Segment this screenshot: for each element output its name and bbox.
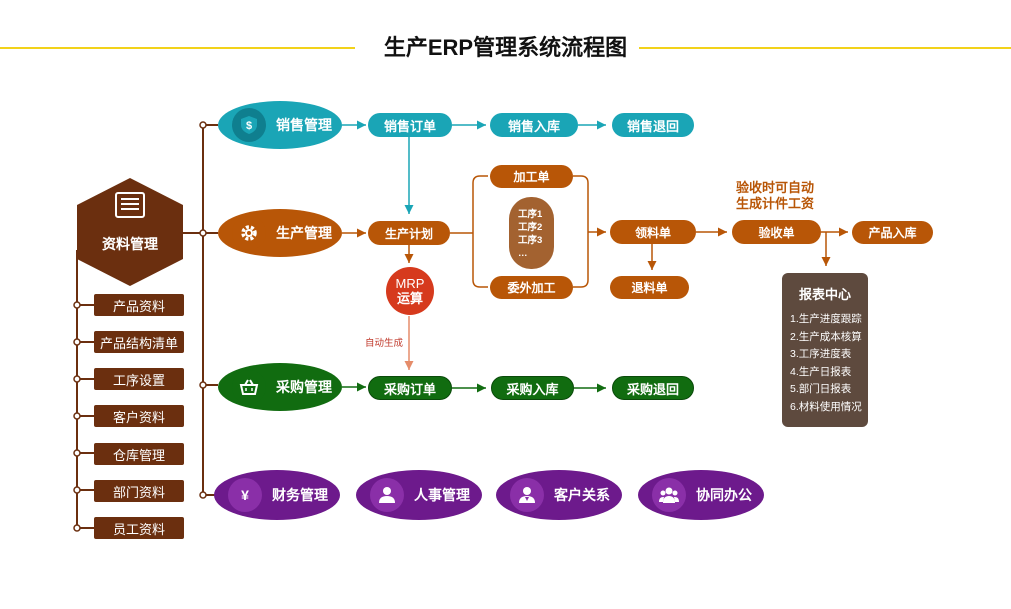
report-item[interactable]: 5.部门日报表 [790, 383, 852, 395]
report-list: 1.生产进度跟踪 2.生产成本核算 3.工序进度表 4.生产日报表 5.部门日报… [782, 311, 868, 416]
purchase-return[interactable]: 采购退回 [612, 376, 694, 400]
report-item[interactable]: 4.生产日报表 [790, 365, 852, 378]
purchase-stock-in[interactable]: 采购入库 [491, 376, 574, 400]
process-steps: 工序1 工序2 工序3 … [509, 197, 554, 269]
sales-return[interactable]: 销售退回 [612, 113, 694, 137]
hexagon-shape [77, 178, 183, 286]
module-hr-label: 人事管理 [414, 487, 470, 503]
module-hr[interactable]: 人事管理 [356, 470, 482, 520]
auto-generate-note: 自动生成 [365, 338, 404, 349]
module-collaboration[interactable]: 协同办公 [638, 470, 764, 520]
mrp-calculation[interactable]: MRP 运算 [386, 267, 434, 315]
production-plan[interactable]: 生产计划 [368, 221, 450, 245]
sales-stock-in[interactable]: 销售入库 [490, 113, 578, 137]
page-title: 生产ERP管理系统流程图 [0, 34, 1011, 62]
process-step-3: 工序3 [518, 235, 543, 246]
svg-text:¥: ¥ [241, 487, 249, 503]
module-finance-label: 财务管理 [272, 487, 328, 503]
acceptance-form[interactable]: 验收单 [732, 220, 821, 244]
process-step-more: … [518, 248, 528, 259]
module-sales[interactable]: $ 销售管理 [218, 101, 342, 149]
report-item[interactable]: 1.生产进度跟踪 [790, 313, 862, 325]
archive-box-icon [115, 192, 145, 218]
material-return[interactable]: 退料单 [610, 276, 689, 299]
yen-coin-icon: ¥ [228, 478, 262, 512]
purchase-order[interactable]: 采购订单 [368, 376, 452, 400]
report-item[interactable]: 6.材料使用情况 [790, 400, 862, 413]
title-line-left [0, 47, 355, 49]
svg-text:$: $ [246, 120, 252, 132]
gear-icon [232, 216, 266, 250]
title-line-right [638, 47, 1011, 49]
shopping-basket-icon [232, 370, 266, 404]
report-center-title: 报表中心 [798, 287, 851, 302]
process-step-1: 工序1 [518, 209, 543, 220]
process-step-2: 工序2 [518, 222, 543, 233]
module-purchase[interactable]: 采购管理 [218, 363, 342, 411]
acceptance-note-line-1: 验收时可自动 [735, 180, 814, 195]
mrp-line-2: 运算 [396, 291, 423, 306]
data-item-customer[interactable]: 客户资料 [94, 405, 184, 427]
report-item[interactable]: 3.工序进度表 [790, 348, 852, 360]
module-crm[interactable]: 客户关系 [496, 470, 622, 520]
module-purchase-label: 采购管理 [276, 379, 332, 395]
customer-icon [510, 478, 544, 512]
report-item[interactable]: 2.生产成本核算 [790, 330, 862, 343]
data-management-hub[interactable]: 资料管理 [77, 178, 183, 286]
product-stock-in[interactable]: 产品入库 [852, 221, 933, 244]
data-item-department[interactable]: 部门资料 [94, 480, 184, 502]
outsource-processing[interactable]: 委外加工 [490, 276, 573, 299]
data-item-process-setup[interactable]: 工序设置 [94, 368, 184, 390]
module-crm-label: 客户关系 [554, 487, 610, 503]
hub-label: 资料管理 [102, 236, 158, 252]
mrp-line-1: MRP [395, 276, 425, 291]
module-finance[interactable]: ¥ 财务管理 [214, 470, 340, 520]
process-order[interactable]: 加工单 [490, 165, 573, 188]
data-item-employee[interactable]: 员工资料 [94, 517, 184, 539]
dollar-shield-icon: $ [232, 108, 266, 142]
acceptance-note-line-2: 生成计件工资 [735, 196, 814, 211]
module-sales-label: 销售管理 [276, 117, 332, 133]
data-item-warehouse[interactable]: 仓库管理 [94, 443, 184, 465]
page-title-text: 生产ERP管理系统流程图 [371, 35, 640, 60]
acceptance-note: 验收时可自动 生成计件工资 [725, 180, 825, 212]
report-center[interactable]: 报表中心 1.生产进度跟踪 2.生产成本核算 3.工序进度表 4.生产日报表 5… [782, 273, 868, 427]
sales-order[interactable]: 销售订单 [368, 113, 452, 137]
material-requisition[interactable]: 领料单 [610, 220, 696, 244]
person-icon [370, 478, 404, 512]
module-production-label: 生产管理 [276, 225, 332, 241]
team-icon [652, 478, 686, 512]
module-production[interactable]: 生产管理 [218, 209, 342, 257]
module-collaboration-label: 协同办公 [696, 487, 752, 503]
data-item-product[interactable]: 产品资料 [94, 294, 184, 316]
data-item-bom[interactable]: 产品结构清单 [94, 331, 184, 353]
